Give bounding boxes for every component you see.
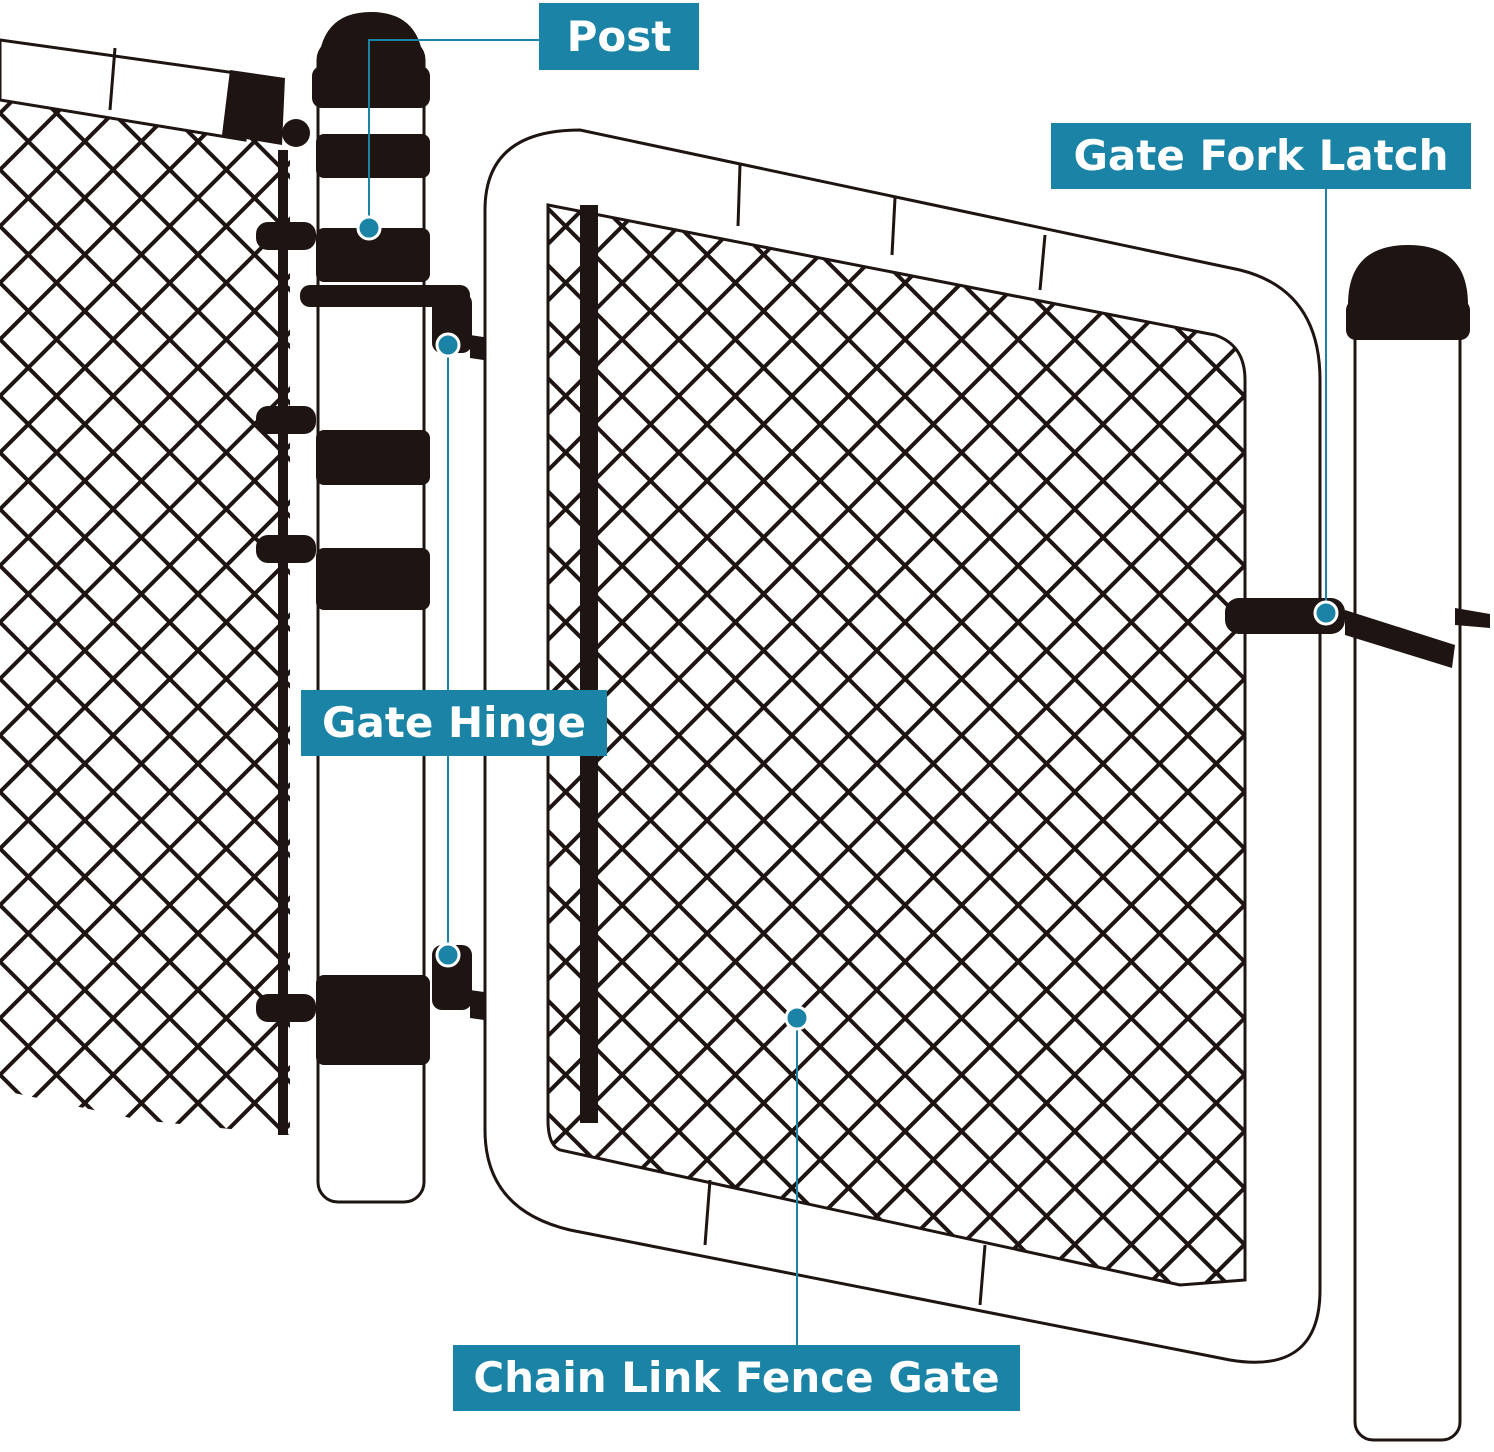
top-rail <box>0 38 285 145</box>
post-label: Post <box>539 3 699 70</box>
latch-post <box>1346 245 1470 1442</box>
tension-bar-left <box>278 150 288 1135</box>
callout-dots <box>356 215 1339 1031</box>
left-fence-mesh <box>0 75 290 1135</box>
tension-bar-gate <box>580 205 598 1123</box>
callout-leaders <box>368 39 1327 1345</box>
chain-link-fence-gate-label: Chain Link Fence Gate <box>453 1345 1020 1411</box>
gate-frame <box>483 128 1322 1364</box>
gate-hinge-label: Gate Hinge <box>301 690 607 756</box>
fork-latch-hardware <box>1225 598 1490 668</box>
gate-fork-latch-label: Gate Fork Latch <box>1051 123 1471 189</box>
hinge-post <box>256 12 470 1204</box>
